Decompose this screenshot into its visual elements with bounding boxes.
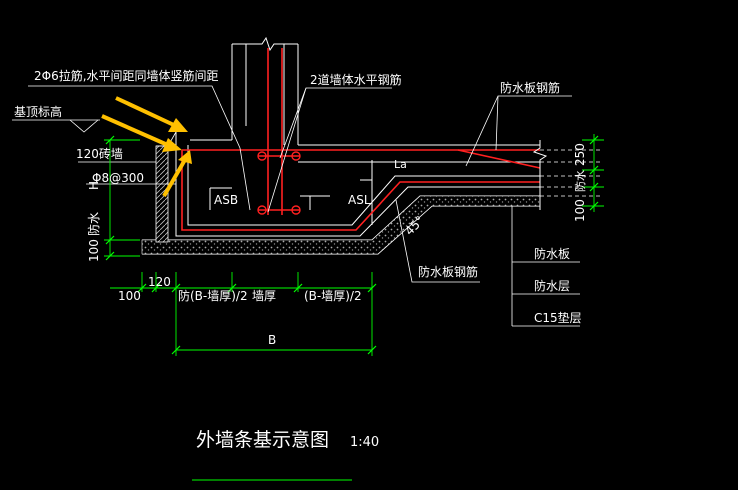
dim-waterproof-right-label: 防水 bbox=[573, 170, 587, 192]
dim-bottom-120: 120 bbox=[148, 275, 171, 289]
rebar-ties bbox=[257, 151, 301, 215]
brick-wall-label: 120砖墙 bbox=[76, 146, 123, 161]
slab-rebar-top-label: 防水板钢筋 bbox=[500, 80, 560, 95]
dim-seg-wall: 墙厚 bbox=[252, 289, 276, 303]
dimension-lines bbox=[104, 134, 604, 481]
tie-bar-label: 2Φ6拉筋,水平间距同墙体竖筋间距 bbox=[34, 68, 219, 83]
wall-horizontal-bar-label: 2道墙体水平钢筋 bbox=[310, 72, 402, 87]
dimension-ticks bbox=[105, 135, 599, 355]
dim-100-right-label: 100 bbox=[573, 199, 587, 222]
wall-outline bbox=[231, 36, 299, 145]
asb-label: ASB bbox=[214, 193, 238, 207]
leader-lines bbox=[12, 85, 580, 327]
h-dimension-label: H bbox=[87, 181, 101, 190]
legend-waterproof-layer: 防水层 bbox=[534, 278, 570, 293]
left-100-label: 100 bbox=[87, 239, 101, 262]
drawing-scale: 1:40 bbox=[350, 435, 379, 450]
waterproof-side-label: 防水 bbox=[86, 212, 101, 236]
foundation-outline bbox=[142, 126, 540, 255]
legend-c15-cushion: C15垫层 bbox=[534, 310, 582, 325]
la-label: La bbox=[394, 158, 407, 171]
legend-waterproof-slab: 防水板 bbox=[534, 246, 570, 261]
stirrup-label: Φ8@300 bbox=[92, 171, 144, 185]
dim-bottom-100: 100 bbox=[118, 289, 141, 303]
dim-b-total: B bbox=[268, 333, 276, 347]
dim-250-label: 250 bbox=[573, 143, 587, 166]
foundation-top-elev-label: 基顶标高 bbox=[14, 104, 62, 119]
dim-seg-left: 防(B-墙厚)/2 bbox=[178, 288, 248, 303]
right-break-line bbox=[532, 140, 548, 210]
asl-label: ASL bbox=[348, 193, 371, 207]
dim-seg-right: (B-墙厚)/2 bbox=[304, 289, 362, 303]
drawing-title: 外墙条基示意图 bbox=[196, 429, 329, 451]
annotation-arrows bbox=[101, 96, 192, 198]
slab-rebar-bottom-label: 防水板钢筋 bbox=[418, 264, 478, 279]
